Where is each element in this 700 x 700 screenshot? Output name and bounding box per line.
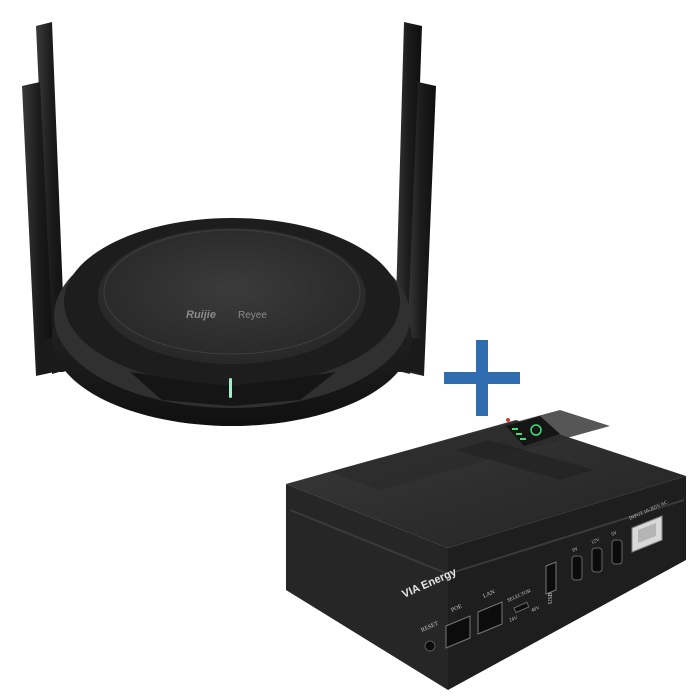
router-top-cover bbox=[98, 228, 366, 364]
router-status-led bbox=[229, 378, 232, 398]
left-antennas bbox=[22, 22, 68, 376]
router: Ruijie Reyee bbox=[22, 22, 436, 426]
ups-front-face bbox=[448, 476, 686, 690]
ups-label-lan: LAN bbox=[482, 589, 496, 600]
ups-label-selector-b: 48V bbox=[531, 606, 541, 614]
ups-top-face bbox=[286, 420, 686, 548]
ups-poe-port[interactable]: POE bbox=[445, 604, 471, 649]
ups-led-panel bbox=[506, 416, 560, 446]
ups-label-12v: 12V bbox=[591, 538, 601, 546]
ups-label-poe: POE bbox=[450, 604, 463, 614]
plus-sign bbox=[444, 340, 520, 416]
ups-label-9v: 9V bbox=[572, 547, 580, 554]
router-brand-secondary: Reyee bbox=[238, 310, 267, 321]
ups-dc-9v-jack[interactable]: 9V bbox=[571, 547, 583, 581]
ups-lan-port[interactable]: LAN bbox=[477, 589, 503, 635]
ups-label-selector-a: 24V bbox=[509, 616, 519, 624]
ups-label-usb: USB bbox=[548, 592, 554, 604]
ups-usb-port[interactable]: USB bbox=[545, 561, 557, 604]
mini-ups: VIA Energy RESET POE LAN SELECTOR 24V 48… bbox=[286, 410, 686, 690]
router-brand-primary: Ruijie bbox=[186, 309, 216, 321]
ups-dc-5v-jack[interactable]: 5V bbox=[611, 531, 623, 565]
ups-label-5v: 5V bbox=[611, 531, 619, 538]
ups-dc-12v-jack[interactable]: 12V bbox=[591, 538, 603, 573]
